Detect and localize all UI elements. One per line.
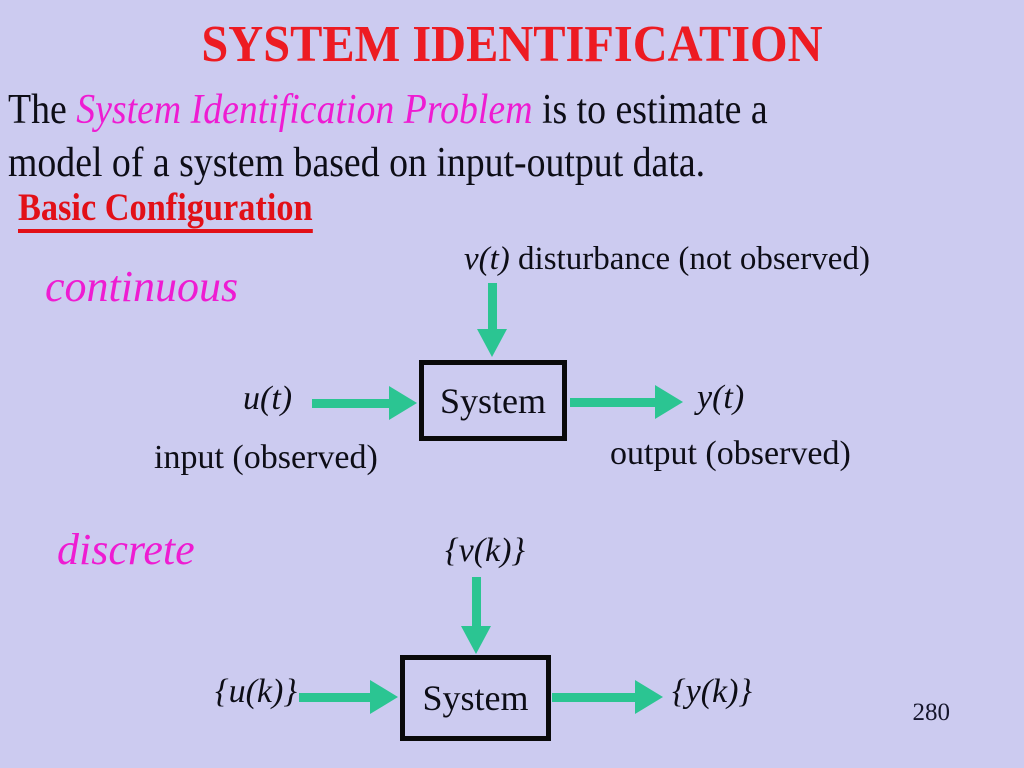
arrow-shaft — [487, 283, 497, 329]
arrow-head — [655, 385, 683, 419]
output-arrow-discrete — [552, 680, 663, 714]
system-box-continuous: System — [419, 360, 567, 441]
output-var-discrete: {y(k)} — [672, 673, 753, 710]
intro-line1-prefix: The — [8, 87, 77, 133]
output-arrow-continuous — [570, 385, 683, 419]
system-box-discrete: System — [400, 655, 551, 741]
arrow-head — [461, 626, 491, 654]
arrow-head — [635, 680, 663, 714]
disturbance-label-continuous: v(t) disturbance (not observed) — [464, 242, 870, 277]
input-var-continuous: u(t) — [243, 380, 293, 417]
page-number: 280 — [912, 699, 951, 726]
slide-title: SYSTEM IDENTIFICATION — [201, 16, 823, 73]
arrow-head — [477, 329, 507, 357]
arrow-shaft — [471, 577, 481, 626]
system-box-label-continuous: System — [439, 380, 546, 421]
input-var-discrete: {u(k)} — [215, 673, 297, 710]
arrow-shaft — [570, 397, 655, 407]
system-identification-problem-phrase: System Identification Problem — [76, 87, 533, 133]
disturbance-var-discrete: {v(k)} — [445, 532, 526, 569]
disturbance-arrow-discrete — [461, 577, 491, 654]
intro-line1-suffix: is to estimate a — [532, 87, 768, 133]
disturbance-arrow-continuous — [477, 283, 507, 357]
discrete-label: discrete — [57, 525, 195, 574]
disturbance-text-continuous: disturbance (not observed) — [509, 241, 870, 277]
arrow-shaft — [552, 692, 635, 702]
arrow-shaft — [312, 398, 389, 408]
intro-line1: The System Identification Problem is to … — [8, 84, 768, 137]
arrow-shaft — [299, 692, 370, 702]
input-arrow-continuous — [312, 386, 417, 420]
output-caption-continuous: output (observed) — [610, 435, 851, 472]
section-heading-basic-configuration: Basic Configuration — [18, 187, 313, 233]
input-caption-continuous: input (observed) — [154, 439, 378, 476]
continuous-label: continuous — [45, 262, 239, 311]
input-arrow-discrete — [299, 680, 398, 714]
output-var-continuous: y(t) — [697, 379, 745, 416]
intro-line2: model of a system based on input-output … — [8, 140, 706, 186]
arrow-head — [370, 680, 398, 714]
system-box-label-discrete: System — [422, 678, 529, 718]
disturbance-var-continuous: v(t) — [464, 241, 510, 277]
arrow-head — [389, 386, 417, 420]
intro-text: The System Identification Problem is to … — [8, 84, 768, 190]
